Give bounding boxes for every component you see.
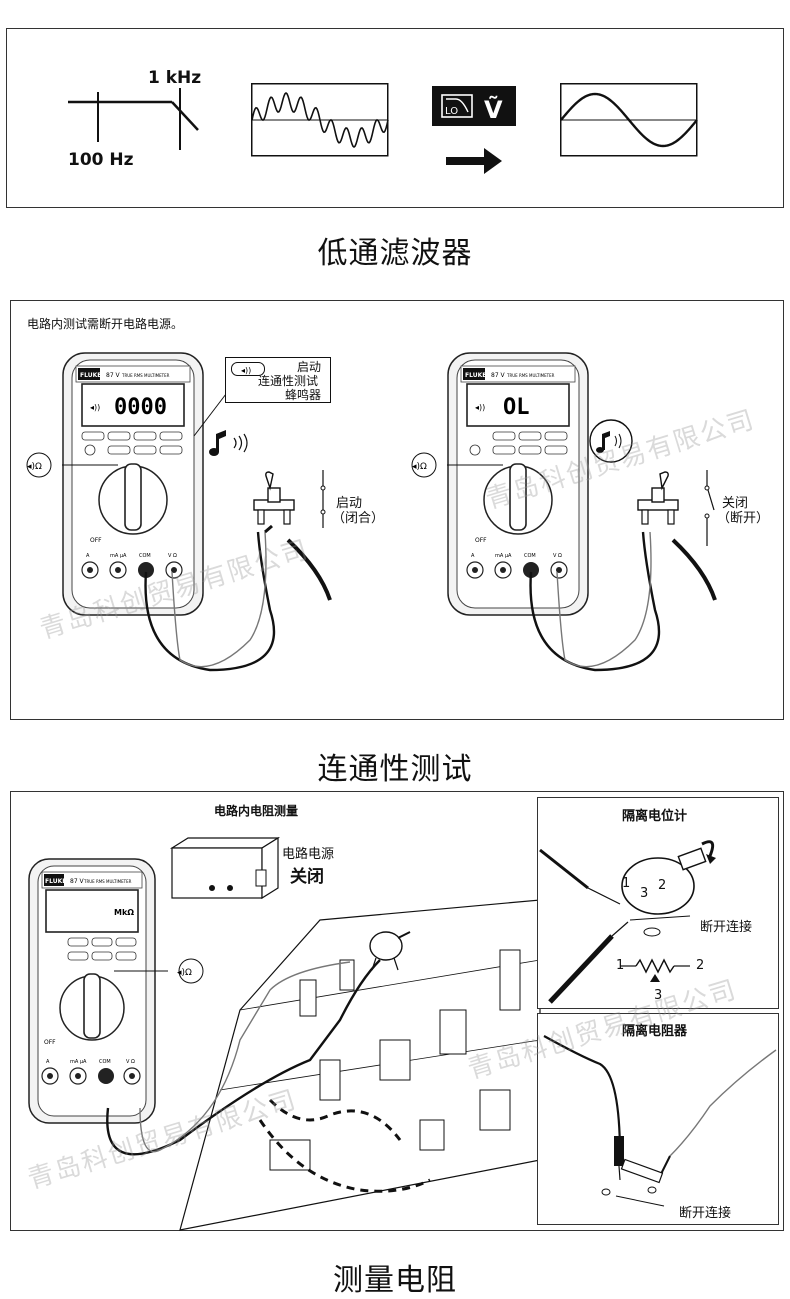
lo-v-mode-badge: LO Ṽ xyxy=(432,86,516,126)
svg-text:FLUKE: FLUKE xyxy=(80,372,101,379)
power-label-2: 关闭 xyxy=(290,867,324,887)
toggle-switch-open xyxy=(637,471,679,525)
lowpass-caption: 低通滤波器 xyxy=(317,236,473,271)
svg-text:87 V: 87 V xyxy=(106,372,121,379)
label-100hz: 100 Hz xyxy=(68,150,134,170)
inset-resistor xyxy=(537,1013,779,1225)
svg-text:A: A xyxy=(46,1059,50,1065)
power-label-1: 电路电源 xyxy=(282,847,335,862)
circuit-board xyxy=(179,899,541,1231)
resistor-pin-1: 1 xyxy=(616,958,625,973)
svg-text:COM: COM xyxy=(524,553,536,559)
ohm-mode-icon-right: ◂)Ω xyxy=(411,452,437,478)
mode-pointer-left xyxy=(62,464,118,466)
callout-line-2: 连通性测试 xyxy=(258,374,319,388)
svg-text:V Ω: V Ω xyxy=(126,1059,135,1065)
mode-pointer-right xyxy=(447,464,503,466)
beeper-off-icon xyxy=(589,419,633,463)
disconnect-label-2: 断开连接 xyxy=(679,1206,732,1221)
svg-text:V Ω: V Ω xyxy=(168,553,177,559)
svg-text:87 V: 87 V xyxy=(70,878,85,885)
svg-text:◂)): ◂)) xyxy=(90,403,100,412)
switch-closed-label-2: （闭合） xyxy=(332,511,385,526)
music-note-icon xyxy=(209,430,248,456)
test-leads-resistance xyxy=(106,959,431,1193)
svg-text:FLUKE: FLUKE xyxy=(45,878,66,885)
svg-text:◂)Ω: ◂)Ω xyxy=(177,968,192,978)
svg-text:OFF: OFF xyxy=(475,537,487,544)
callout-line-3: 蜂鸣器 xyxy=(285,388,322,402)
ohm-mode-icon-left: ◂)Ω xyxy=(26,452,52,478)
multimeter-resistance: FLUKE 87 V TRUE RMS MULTIMETER MkΩ OFF A… xyxy=(28,858,156,1124)
continuity-caption: 连通性测试 xyxy=(317,752,473,787)
toggle-switch-closed xyxy=(253,471,295,525)
meter-res-display: MkΩ xyxy=(114,908,134,917)
svg-text:A: A xyxy=(471,553,475,559)
resistor-pin-3: 3 xyxy=(654,988,663,1003)
switch-closed-label-1: 启动 xyxy=(336,496,363,511)
switch-open-label-1: 关闭 xyxy=(722,496,749,511)
svg-text:FLUKE: FLUKE xyxy=(465,372,486,379)
power-supply-box xyxy=(169,836,281,900)
meter-right-display: OL xyxy=(503,395,530,420)
svg-text:◂)): ◂)) xyxy=(475,403,485,412)
meter-left-display: 0000 xyxy=(114,395,167,420)
potentiometer-board xyxy=(369,931,411,971)
svg-text:COM: COM xyxy=(139,553,151,559)
mode-v-text: Ṽ xyxy=(484,95,503,124)
svg-text:A: A xyxy=(86,553,90,559)
svg-text:V Ω: V Ω xyxy=(553,553,562,559)
potentiometer-detail xyxy=(539,840,716,1004)
disconnect-label: 断开连接 xyxy=(700,920,753,935)
multimeter-left: FLUKE 87 V TRUE RMS MULTIMETER ◂)) 0000 … xyxy=(62,352,204,616)
svg-text:87 V: 87 V xyxy=(491,372,506,379)
pot-pin-1: 1 xyxy=(622,876,631,891)
svg-text:◂)Ω: ◂)Ω xyxy=(27,462,42,472)
ohm-mode-icon-resistance: ◂)Ω xyxy=(177,958,204,984)
test-leads-right xyxy=(529,531,717,672)
switch-symbol-open xyxy=(704,470,715,546)
mode-lo-text: LO xyxy=(445,106,458,117)
switch-open-label-2: （断开） xyxy=(717,511,770,526)
continuity-note: 电路内测试需断开电路电源。 xyxy=(27,317,184,331)
switch-symbol-closed xyxy=(320,470,326,528)
filtered-signal-plot xyxy=(560,83,698,157)
svg-text:COM: COM xyxy=(99,1059,111,1065)
resistor-detail xyxy=(543,1035,777,1207)
pot-pin-3: 3 xyxy=(640,886,649,901)
svg-text:TRUE RMS MULTIMETER: TRUE RMS MULTIMETER xyxy=(506,373,555,378)
pot-pin-2: 2 xyxy=(658,878,667,893)
svg-text:mA µA: mA µA xyxy=(110,553,127,559)
bode-plot xyxy=(68,88,199,150)
svg-text:TRUE RMS MULTIMETER: TRUE RMS MULTIMETER xyxy=(83,879,132,884)
resistor-pin-2: 2 xyxy=(696,958,705,973)
callout-pointer xyxy=(193,393,227,437)
beeper-button-icon: ◂)) xyxy=(231,362,265,376)
svg-text:◂)Ω: ◂)Ω xyxy=(412,462,427,472)
inset-pot-title: 隔离电位计 xyxy=(622,809,688,824)
noisy-signal-plot xyxy=(251,83,389,157)
svg-text:OFF: OFF xyxy=(44,1039,56,1046)
mode-pointer-resistance xyxy=(114,970,168,972)
svg-text:mA µA: mA µA xyxy=(495,553,512,559)
right-arrow-icon xyxy=(446,148,502,174)
test-leads-left xyxy=(144,524,332,672)
multimeter-right: FLUKE 87 V TRUE RMS MULTIMETER ◂)) OL OF… xyxy=(447,352,589,616)
svg-text:OFF: OFF xyxy=(90,537,102,544)
svg-text:TRUE RMS MULTIMETER: TRUE RMS MULTIMETER xyxy=(121,373,170,378)
svg-text:◂)): ◂)) xyxy=(241,366,251,375)
resistance-caption: 测量电阻 xyxy=(333,1263,457,1298)
label-1khz: 1 kHz xyxy=(148,68,202,88)
inset-res-title: 隔离电阻器 xyxy=(622,1024,688,1039)
svg-text:mA µA: mA µA xyxy=(70,1059,87,1065)
resistance-title: 电路内电阻测量 xyxy=(214,804,299,818)
callout-line-1: 启动 xyxy=(297,360,322,374)
